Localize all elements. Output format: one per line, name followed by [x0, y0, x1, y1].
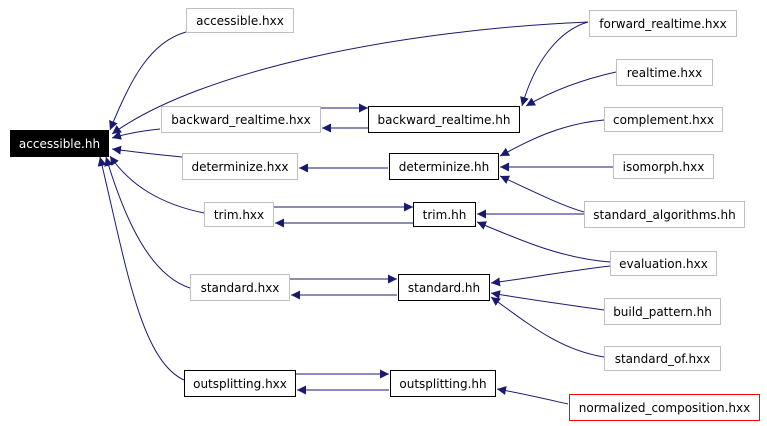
edge-backward-realtime-hxx-to-accessible-hh	[111, 128, 161, 140]
node-standard-algorithms-hh[interactable]: standard_algorithms.hh	[584, 201, 745, 228]
node-backward-realtime-hxx[interactable]: backward_realtime.hxx	[161, 106, 321, 133]
node-accessible-hh[interactable]: accessible.hh	[10, 130, 109, 157]
node-outsplitting-hxx[interactable]: outsplitting.hxx	[184, 370, 296, 397]
node-realtime-hxx[interactable]: realtime.hxx	[616, 59, 713, 86]
node-complement-hxx[interactable]: complement.hxx	[604, 107, 723, 132]
node-determinize-hh[interactable]: determinize.hh	[389, 153, 499, 180]
edge-forward-realtime-hxx-to-backward-realtime-hh	[520, 21, 589, 107]
node-build-pattern-hh[interactable]: build_pattern.hh	[604, 298, 721, 325]
edge-realtime-hxx-to-backward-realtime-hh	[525, 71, 617, 107]
edge-standard-hxx-to-accessible-hh	[104, 156, 191, 289]
node-determinize-hxx[interactable]: determinize.hxx	[182, 153, 298, 180]
edge-evaluation-hxx-to-standard-hh	[490, 265, 611, 287]
node-backward-realtime-hh[interactable]: backward_realtime.hh	[368, 106, 520, 133]
node-forward-realtime-hxx[interactable]: forward_realtime.hxx	[589, 10, 737, 37]
edge-trim-hxx-to-accessible-hh	[109, 155, 205, 214]
node-trim-hh[interactable]: trim.hh	[413, 202, 476, 227]
edge-normalized-composition-hxx-to-outsplitting-hh	[496, 386, 569, 405]
node-standard-hh[interactable]: standard.hh	[398, 274, 490, 301]
node-evaluation-hxx[interactable]: evaluation.hxx	[610, 251, 717, 276]
node-normalized-composition-hxx[interactable]: normalized_composition.hxx	[569, 394, 760, 421]
node-outsplitting-hh[interactable]: outsplitting.hh	[390, 370, 496, 397]
edge-standard-of-hxx-to-standard-hh	[490, 296, 605, 358]
node-accessible-hxx[interactable]: accessible.hxx	[186, 8, 294, 33]
node-standard-of-hxx[interactable]: standard_of.hxx	[604, 346, 721, 371]
edge-evaluation-hxx-to-trim-hh	[476, 221, 611, 263]
node-trim-hxx[interactable]: trim.hxx	[204, 202, 274, 227]
edge-standard-algorithms-hh-to-determinize-hh	[499, 175, 585, 213]
edge-determinize-hxx-to-accessible-hh	[111, 145, 183, 158]
edge-accessible-hxx-to-accessible-hh	[109, 31, 187, 131]
node-isomorph-hxx[interactable]: isomorph.hxx	[613, 154, 714, 179]
node-standard-hxx[interactable]: standard.hxx	[190, 274, 290, 301]
edge-outsplitting-hxx-to-accessible-hh	[97, 156, 185, 381]
edge-forward-realtime-hxx-to-accessible-hh	[111, 21, 589, 135]
edge-complement-hxx-to-determinize-hh	[499, 119, 605, 157]
edge-build-pattern-hh-to-standard-hh	[490, 290, 605, 311]
